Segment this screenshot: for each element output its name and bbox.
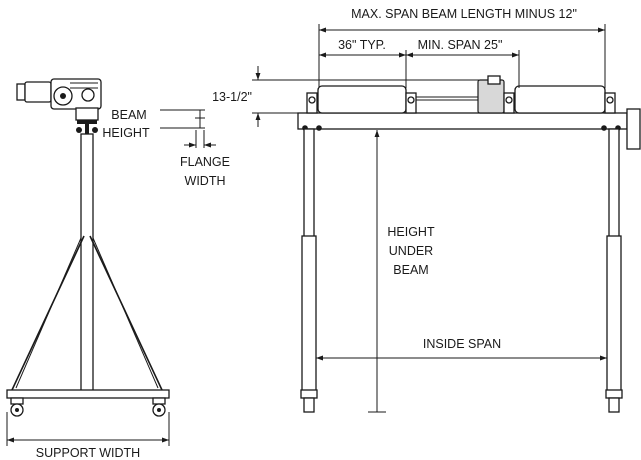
hoist-motor-unit — [16, 78, 102, 121]
inside-span-label: INSIDE SPAN — [423, 337, 501, 351]
side-casters — [10, 397, 166, 417]
side-post — [80, 133, 94, 395]
front-view: MAX. SPAN BEAM LENGTH MINUS 12" 36" TYP.… — [212, 7, 641, 413]
side-view: SUPPORT WIDTH BEAM HEIGHT FLANGE WIDTH — [6, 78, 230, 460]
main-beam — [297, 112, 628, 130]
max-span-label: MAX. SPAN BEAM LENGTH MINUS 12" — [351, 7, 577, 21]
beam-label: BEAM — [111, 108, 146, 122]
height-under-beam-dimension — [368, 130, 386, 413]
height-label: HEIGHT — [102, 126, 150, 140]
beam-end-plate — [626, 108, 641, 150]
flange-label: FLANGE — [180, 155, 230, 169]
beam-height-dimension — [160, 109, 205, 129]
hub-label-1: HEIGHT — [387, 225, 435, 239]
hub-label-2: UNDER — [389, 244, 433, 258]
support-width-label: SUPPORT WIDTH — [36, 446, 140, 460]
typ-label: 36" TYP. — [338, 38, 386, 52]
trolley-assembly — [306, 75, 616, 114]
width-label: WIDTH — [185, 174, 226, 188]
right-leg — [605, 128, 623, 413]
side-base — [6, 389, 170, 399]
dim-13-label: 13-1/2" — [212, 90, 252, 104]
hub-label-3: BEAM — [393, 263, 428, 277]
typ-and-min-span-dimension — [319, 50, 520, 88]
flange-width-dimension — [184, 130, 216, 148]
support-width-dimension — [6, 412, 170, 446]
side-braces — [11, 235, 163, 391]
max-span-dimension — [318, 24, 606, 88]
min-span-label: MIN. SPAN 25" — [418, 38, 503, 52]
left-leg — [300, 128, 318, 413]
thirteen-half-dimension — [252, 66, 480, 127]
side-beam-section — [76, 120, 98, 134]
